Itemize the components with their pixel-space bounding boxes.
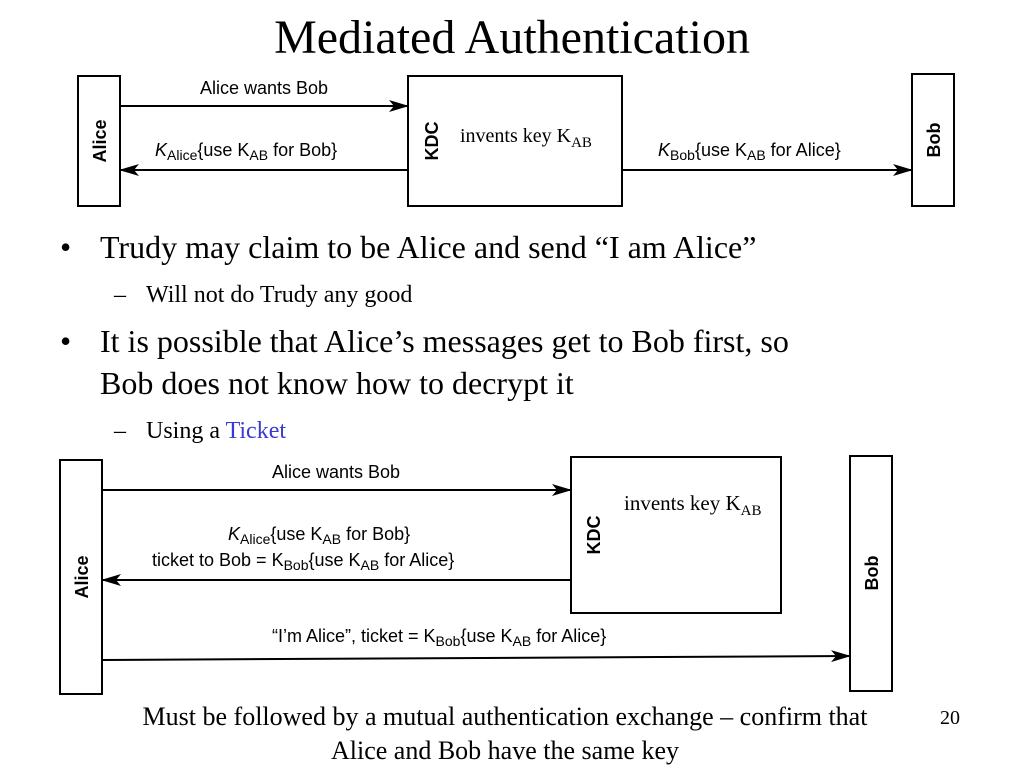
sub-bullet-2: – Using a Ticket — [114, 416, 287, 446]
bullet-dot: • — [60, 229, 72, 265]
reply-label-line2: ticket to Bob = KBob{use KAB for Alice} — [152, 550, 454, 573]
bullet-2-continued: Bob does not know how to decrypt it — [100, 362, 574, 404]
to-alice-label: KAlice{use KAB for Bob} — [155, 140, 337, 163]
diagram-1: Alice KDC invents key KAB Bob Alice want… — [77, 73, 955, 207]
footnote: Must be followed by a mutual authenticat… — [40, 700, 970, 768]
bullet-1-text: Trudy may claim to be Alice and send “I … — [100, 229, 757, 265]
kdc-action-text-2: invents key KAB — [624, 491, 762, 519]
request-label-2: Alice wants Bob — [272, 462, 400, 482]
kdc-action-text: invents key KAB — [460, 125, 592, 151]
sub-bullet-1-text: Will not do Trudy any good — [146, 282, 413, 308]
kdc-label-2: KDC — [584, 516, 604, 555]
ticket-link[interactable]: Ticket — [225, 418, 287, 444]
bob-label-2: Bob — [862, 556, 882, 591]
footnote-line1: Must be followed by a mutual authenticat… — [142, 702, 868, 731]
kdc-box — [407, 75, 623, 207]
reply-label-line1: KAlice{use KAB for Bob} — [228, 524, 410, 547]
bob-box-2 — [849, 455, 893, 692]
bullet-2-text-line2: Bob does not know how to decrypt it — [100, 365, 574, 401]
slide-title: Mediated Authentication — [274, 11, 750, 64]
diagram-2: Alice KDC invents key KAB Bob Alice want… — [59, 455, 893, 695]
kdc-label: KDC — [422, 122, 442, 161]
alice-box — [77, 75, 121, 207]
bob-label: Bob — [924, 123, 944, 158]
request-label: Alice wants Bob — [200, 78, 328, 98]
arrow-to-bob-2 — [101, 650, 851, 663]
bullet-1: • Trudy may claim to be Alice and send “… — [60, 226, 757, 268]
to-bob-label-2: “I’m Alice”, ticket = KBob{use KAB for A… — [272, 626, 606, 649]
bob-box — [911, 73, 955, 207]
page-number: 20 — [940, 707, 960, 729]
bullet-2-text-line1: It is possible that Alice’s messages get… — [100, 323, 789, 359]
sub-bullet-1: – Will not do Trudy any good — [114, 280, 413, 310]
to-bob-label: KBob{use KAB for Alice} — [658, 140, 841, 163]
alice-label-2: Alice — [72, 555, 92, 598]
footnote-line2: Alice and Bob have the same key — [331, 736, 679, 765]
kdc-box-2 — [570, 456, 782, 614]
sub-bullet-dash: – — [114, 418, 126, 444]
sub-bullet-2-prefix: Using a — [146, 418, 226, 444]
bullet-2: • It is possible that Alice’s messages g… — [60, 320, 789, 362]
alice-label: Alice — [90, 119, 110, 162]
bullet-dot: • — [60, 323, 72, 359]
sub-bullet-dash: – — [114, 282, 126, 308]
